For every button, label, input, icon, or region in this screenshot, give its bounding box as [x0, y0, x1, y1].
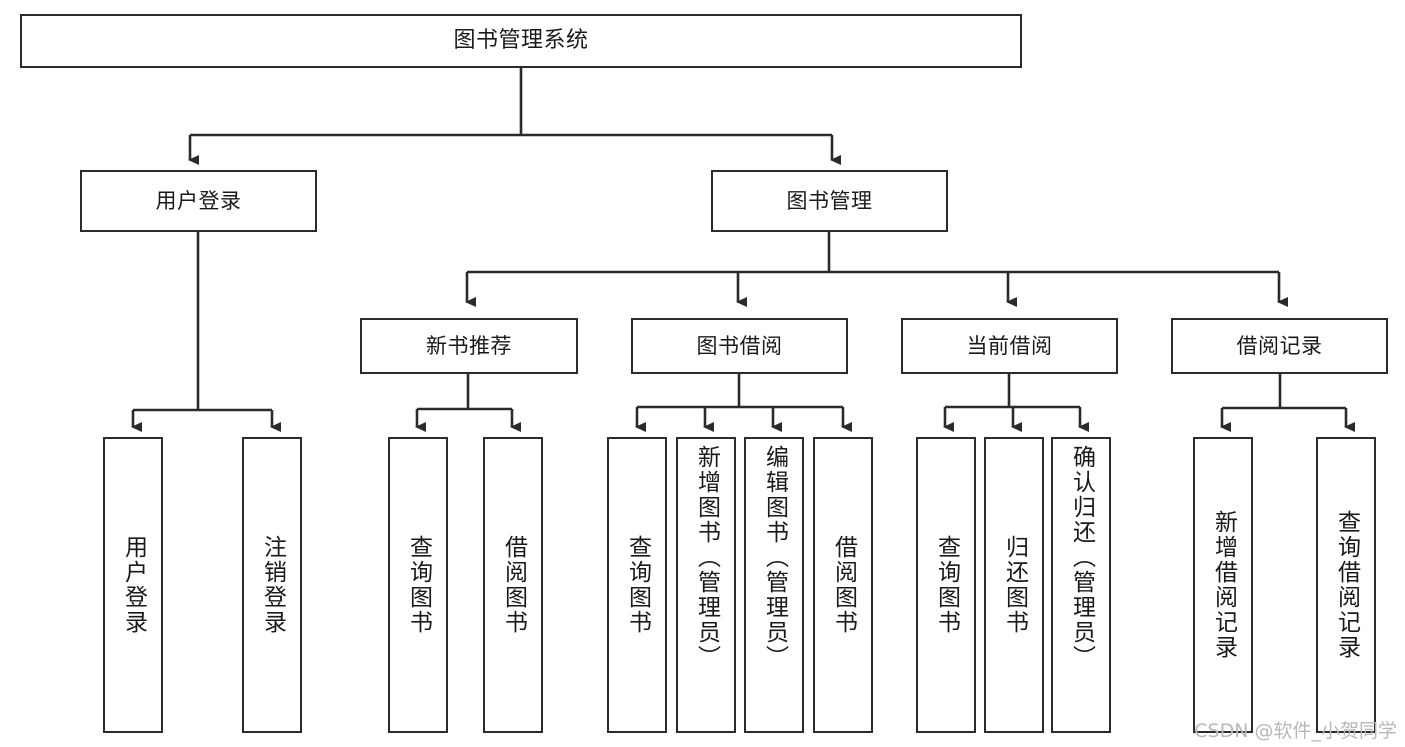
node-user-login[interactable]: 用户登录	[80, 170, 317, 232]
node-leaf-query-record[interactable]: 查询借阅记录	[1316, 437, 1376, 733]
node-leaf-query-record-label: 查询借阅记录	[1333, 510, 1360, 660]
node-leaf-query-book-3-label: 查询图书	[933, 535, 960, 635]
node-root-label: 图书管理系统	[453, 28, 589, 54]
node-leaf-add-book-label: 新增图书（管理员）	[693, 445, 720, 670]
node-leaf-query-book-3[interactable]: 查询图书	[916, 437, 976, 733]
node-leaf-borrow-book-2[interactable]: 借阅图书	[813, 437, 873, 733]
node-root[interactable]: 图书管理系统	[20, 14, 1022, 68]
node-current-borrow[interactable]: 当前借阅	[901, 318, 1118, 374]
node-leaf-user-login[interactable]: 用户登录	[103, 437, 163, 733]
node-book-management-label: 图书管理	[786, 188, 873, 213]
node-leaf-query-book-2-label: 查询图书	[624, 535, 651, 635]
node-leaf-logout-login[interactable]: 注销登录	[242, 437, 302, 733]
node-leaf-borrow-book-2-label: 借阅图书	[830, 535, 857, 635]
node-current-borrow-label: 当前借阅	[966, 333, 1053, 358]
node-leaf-edit-book[interactable]: 编辑图书（管理员）	[744, 437, 804, 733]
node-leaf-add-record[interactable]: 新增借阅记录	[1193, 437, 1253, 733]
node-leaf-query-book-2[interactable]: 查询图书	[607, 437, 667, 733]
node-new-book-recommend-label: 新书推荐	[426, 333, 512, 358]
node-user-login-label: 用户登录	[155, 188, 242, 213]
node-leaf-confirm-return[interactable]: 确认归还（管理员）	[1051, 437, 1111, 733]
node-leaf-borrow-book-1-label: 借阅图书	[500, 535, 527, 635]
node-leaf-edit-book-label: 编辑图书（管理员）	[761, 445, 788, 670]
node-leaf-confirm-return-label: 确认归还（管理员）	[1068, 445, 1095, 670]
node-leaf-add-book[interactable]: 新增图书（管理员）	[676, 437, 736, 733]
node-book-borrow[interactable]: 图书借阅	[631, 318, 848, 374]
node-leaf-return-book-label: 归还图书	[1001, 535, 1028, 635]
node-leaf-return-book[interactable]: 归还图书	[984, 437, 1044, 733]
node-leaf-logout-login-label: 注销登录	[259, 535, 286, 635]
node-leaf-add-record-label: 新增借阅记录	[1210, 510, 1237, 660]
node-book-management[interactable]: 图书管理	[711, 170, 948, 232]
node-leaf-borrow-book-1[interactable]: 借阅图书	[483, 437, 543, 733]
node-leaf-query-book-1-label: 查询图书	[405, 535, 432, 635]
csdn-watermark: CSDN @软件_小贺同学	[1194, 720, 1397, 742]
node-new-book-recommend[interactable]: 新书推荐	[360, 318, 578, 374]
node-borrow-record[interactable]: 借阅记录	[1171, 318, 1388, 374]
node-leaf-user-login-label: 用户登录	[120, 535, 147, 635]
node-book-borrow-label: 图书借阅	[696, 333, 783, 358]
node-leaf-query-book-1[interactable]: 查询图书	[388, 437, 448, 733]
node-borrow-record-label: 借阅记录	[1236, 333, 1323, 358]
